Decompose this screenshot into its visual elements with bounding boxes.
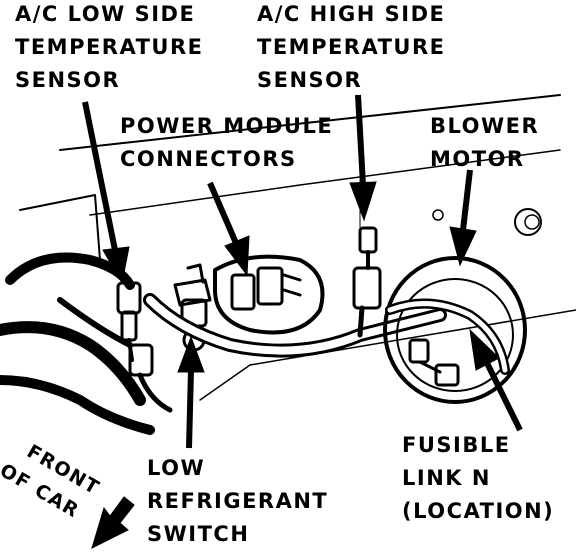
cowl-edge [19, 194, 101, 261]
label-low-side-sensor: A/C LOW SIDE TEMPERATURE SENSOR [15, 0, 204, 97]
label-line: POWER MODULE [120, 114, 334, 138]
arrow-fusible-link [484, 361, 523, 432]
arrow-low-refrigerant-switch [186, 369, 194, 449]
label-fusible-link: FUSIBLE LINK N (LOCATION) [402, 429, 554, 528]
blower-motor-housing [383, 256, 527, 404]
label-line: SENSOR [257, 68, 363, 92]
firewall-panel-lower [89, 149, 561, 216]
power-module-connector-1 [230, 273, 256, 311]
high-side-sensor-body [358, 226, 378, 254]
label-line: BLOWER [430, 114, 540, 138]
arrow-power-module [207, 181, 239, 245]
label-line: LINK N [402, 466, 491, 490]
fusible-link-connector [434, 363, 460, 387]
label-line: MOTOR [430, 147, 525, 171]
arrow-low-side-sensor [82, 101, 119, 256]
power-module-connector-2 [256, 266, 284, 306]
label-power-module: POWER MODULE CONNECTORS [120, 110, 333, 176]
label-line: LOW [147, 456, 206, 480]
label-line: TEMPERATURE [257, 35, 446, 59]
label-line: REFRIGERANT [147, 489, 329, 513]
label-blower-motor: BLOWER MOTOR [430, 110, 539, 176]
power-module-housing [213, 254, 325, 335]
label-line: SENSOR [15, 68, 121, 92]
bolt-hole-small [432, 209, 444, 221]
sensor-wire [137, 372, 173, 413]
label-line: FUSIBLE [402, 433, 511, 457]
refrigerant-switch-body [173, 278, 212, 307]
label-line: CONNECTORS [120, 147, 297, 171]
label-high-side-sensor: A/C HIGH SIDE TEMPERATURE SENSOR [257, 0, 446, 97]
arrow-blower-motor [460, 169, 473, 231]
left-hose-2 [0, 321, 146, 406]
label-line: SWITCH [147, 522, 250, 546]
left-hose-3 [0, 375, 155, 435]
label-line: A/C LOW SIDE [15, 2, 196, 26]
firewall-panel [59, 94, 561, 151]
label-low-refrigerant-switch: LOW REFRIGERANT SWITCH [147, 452, 328, 551]
label-line: TEMPERATURE [15, 35, 204, 59]
bolt-hole [514, 208, 542, 236]
label-line: A/C HIGH SIDE [257, 2, 446, 26]
left-harness [57, 297, 133, 348]
arrow-front-of-car [91, 496, 135, 549]
label-line: (LOCATION) [402, 499, 555, 523]
arrow-high-side-sensor [355, 94, 366, 186]
